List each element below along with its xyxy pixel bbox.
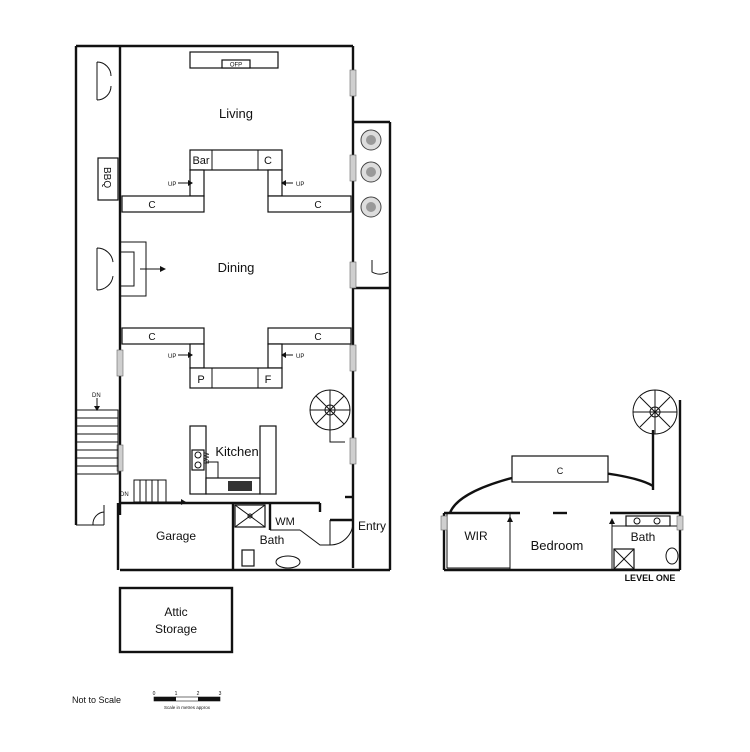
up-label-1: UP [168,182,176,188]
dining-bay [119,241,166,297]
room-bath-level1: Bath [631,530,656,544]
level-one-fixtures [440,455,684,570]
scale-tick-1: 1 [175,691,178,697]
ofp-label: OFP [230,63,242,69]
pantry-label: P [197,374,204,386]
french-doors [92,61,114,526]
cupboard-label-1: C [264,155,272,167]
up-label-4: UP [296,354,304,360]
room-entry: Entry [358,519,386,533]
spiral-stair-level-one [632,389,678,435]
level-one-label: LEVEL ONE [625,573,676,583]
lower-joinery [121,327,352,389]
scale-tick-3: 3 [219,691,222,697]
up-label-3: UP [168,354,176,360]
dn-label-2: DN [120,492,129,498]
fridge-label: F [265,374,272,386]
garden-trees [360,129,382,218]
fireplace [189,51,279,69]
attic-storage-box [118,586,234,654]
scale-tick-2: 2 [197,691,200,697]
room-living: Living [219,106,253,121]
cupboard-label-2: C [148,200,155,211]
cupboard-label-5: C [314,332,321,343]
bbq-label: BBQ [101,167,112,188]
upper-joinery [121,149,352,213]
bbq [97,157,119,201]
side-stair [75,398,119,475]
room-bath-ground: Bath [260,533,285,547]
kitchen-benches [189,425,277,495]
level-one-cupboard-label: C [557,466,564,476]
room-attic-line1: Attic [164,605,187,619]
dn-label-1: DN [92,393,101,399]
up-label-2: UP [296,182,304,188]
not-to-scale: Not to Scale [72,695,121,705]
dw-label: DW [204,452,211,464]
cupboard-label-4: C [148,332,155,343]
room-attic-line2: Storage [155,622,197,636]
bar-label: Bar [192,155,209,167]
ground-bath-fixtures [234,504,301,569]
room-dining: Dining [218,260,255,275]
windows [116,69,357,472]
cupboard-label-3: C [314,200,321,211]
spiral-stair-ground [309,389,351,443]
room-garage: Garage [156,529,196,543]
room-bedroom: Bedroom [531,538,584,553]
scale-caption: Scale in metres approx [164,705,211,710]
room-wm: WM [275,516,295,528]
room-kitchen: Kitchen [215,444,258,459]
room-wir: WIR [464,529,488,543]
scale-tick-0: 0 [153,691,156,697]
garage-stair [133,479,186,505]
scale-bar [153,696,221,702]
